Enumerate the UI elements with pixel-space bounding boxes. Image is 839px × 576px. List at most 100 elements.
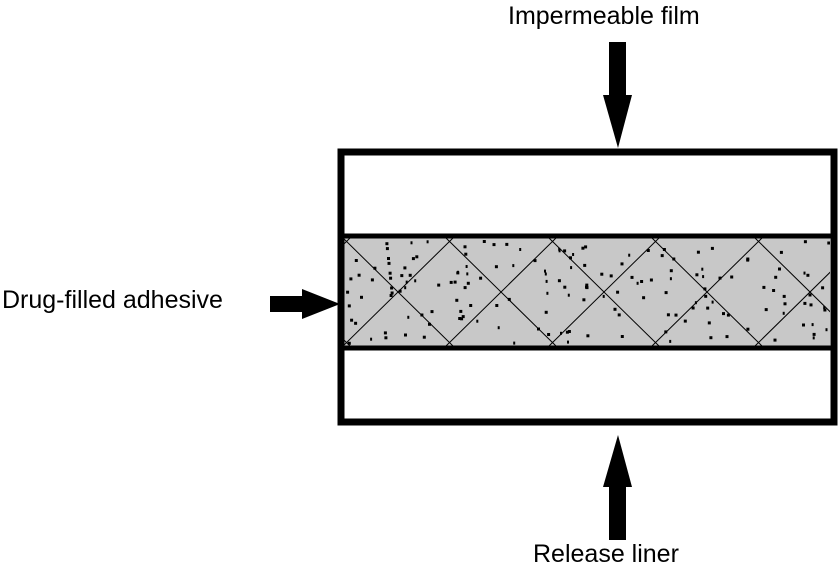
drug-particle <box>772 289 776 292</box>
drug-particle <box>672 257 676 261</box>
drug-particle <box>383 331 387 335</box>
drug-particle <box>581 246 585 250</box>
drug-particle <box>572 253 575 256</box>
drug-particle <box>458 317 462 320</box>
drug-particle <box>459 309 463 313</box>
drug-particle <box>387 261 391 265</box>
drug-particle <box>695 273 699 277</box>
hatch-line <box>344 339 351 346</box>
drug-particle <box>602 294 605 298</box>
drug-particle <box>373 266 377 270</box>
drug-particle <box>465 265 468 268</box>
drug-particle <box>664 330 668 334</box>
drug-particle <box>823 306 826 310</box>
drug-particle <box>811 323 814 327</box>
drug-particle <box>803 301 807 305</box>
drug-particle <box>696 250 700 254</box>
drug-particle <box>398 289 402 293</box>
drug-particle <box>546 291 549 295</box>
drug-particle <box>762 285 766 289</box>
drug-particle <box>354 259 358 262</box>
drug-particle <box>710 246 714 250</box>
drug-particle <box>616 290 620 294</box>
drug-particle <box>476 319 479 323</box>
drug-particle <box>558 247 561 251</box>
drug-particle <box>547 333 551 336</box>
drug-particle <box>428 322 431 326</box>
drug-particle <box>390 286 394 290</box>
drug-particle <box>821 286 825 290</box>
drug-particle <box>460 317 464 321</box>
drug-particle <box>463 245 467 249</box>
drug-particle <box>613 307 617 311</box>
drug-particle <box>582 298 586 302</box>
drug-particle <box>628 253 631 257</box>
drug-particle <box>812 336 815 340</box>
drug-particle <box>636 281 639 285</box>
drug-particle <box>823 308 827 312</box>
drug-particle <box>773 338 777 342</box>
drug-particle <box>544 272 547 276</box>
drug-particle <box>746 258 750 262</box>
drug-particle <box>544 269 546 273</box>
drug-particle <box>545 279 548 283</box>
drug-particle <box>537 327 540 331</box>
hatch-line <box>754 271 830 346</box>
drug-particle <box>683 319 687 323</box>
drug-particle <box>660 254 664 258</box>
drug-particle <box>407 315 410 319</box>
drug-particle <box>519 248 522 251</box>
drug-particle <box>669 269 673 273</box>
drug-particle <box>370 278 374 282</box>
drug-particle <box>600 272 604 276</box>
drug-particle <box>464 252 468 256</box>
drug-particle <box>389 294 393 297</box>
drug-particle <box>357 273 361 277</box>
drug-particle <box>570 266 573 270</box>
arrow-right-icon <box>270 289 340 319</box>
drug-particle <box>415 255 419 259</box>
hatch-line <box>445 238 557 346</box>
drug-particle <box>609 274 613 278</box>
label-drug-filled-adhesive: Drug-filled adhesive <box>2 286 223 314</box>
drug-particle <box>400 274 404 278</box>
patch-outline <box>337 148 838 426</box>
drug-particle <box>706 306 710 310</box>
drug-particle <box>782 294 786 298</box>
drug-particle <box>779 250 783 254</box>
drug-particle <box>702 275 705 279</box>
drug-particle <box>778 267 781 271</box>
drug-particle <box>533 259 537 263</box>
label-impermeable-film: Impermeable film <box>508 2 700 30</box>
drug-particle <box>360 295 363 299</box>
drug-particle <box>370 337 373 341</box>
drug-particle <box>347 341 351 345</box>
drug-particle <box>783 302 787 306</box>
drug-particle <box>410 241 413 245</box>
drug-particle <box>764 308 768 312</box>
drug-particle <box>620 262 624 266</box>
drug-particle <box>453 280 457 284</box>
drug-particle <box>730 275 734 279</box>
label-release-liner: Release liner <box>533 540 679 568</box>
drug-particle <box>497 326 500 330</box>
drug-particle <box>567 293 570 297</box>
drug-particle <box>469 304 473 307</box>
drug-particle <box>456 271 460 275</box>
drug-particle <box>584 245 588 249</box>
drug-particle <box>411 257 415 261</box>
hatch-line <box>651 238 763 346</box>
drug-particle <box>709 336 713 340</box>
drug-particle <box>701 267 704 271</box>
drug-particle <box>466 281 470 285</box>
drug-particle <box>385 247 389 251</box>
drug-particle <box>585 283 589 287</box>
drug-particle <box>722 312 725 316</box>
drug-particle <box>388 271 392 275</box>
adhesive-layer <box>344 238 830 346</box>
drug-particle <box>620 335 624 338</box>
drug-particle <box>649 278 653 282</box>
drug-particle <box>569 256 572 260</box>
drug-particle <box>512 264 515 268</box>
